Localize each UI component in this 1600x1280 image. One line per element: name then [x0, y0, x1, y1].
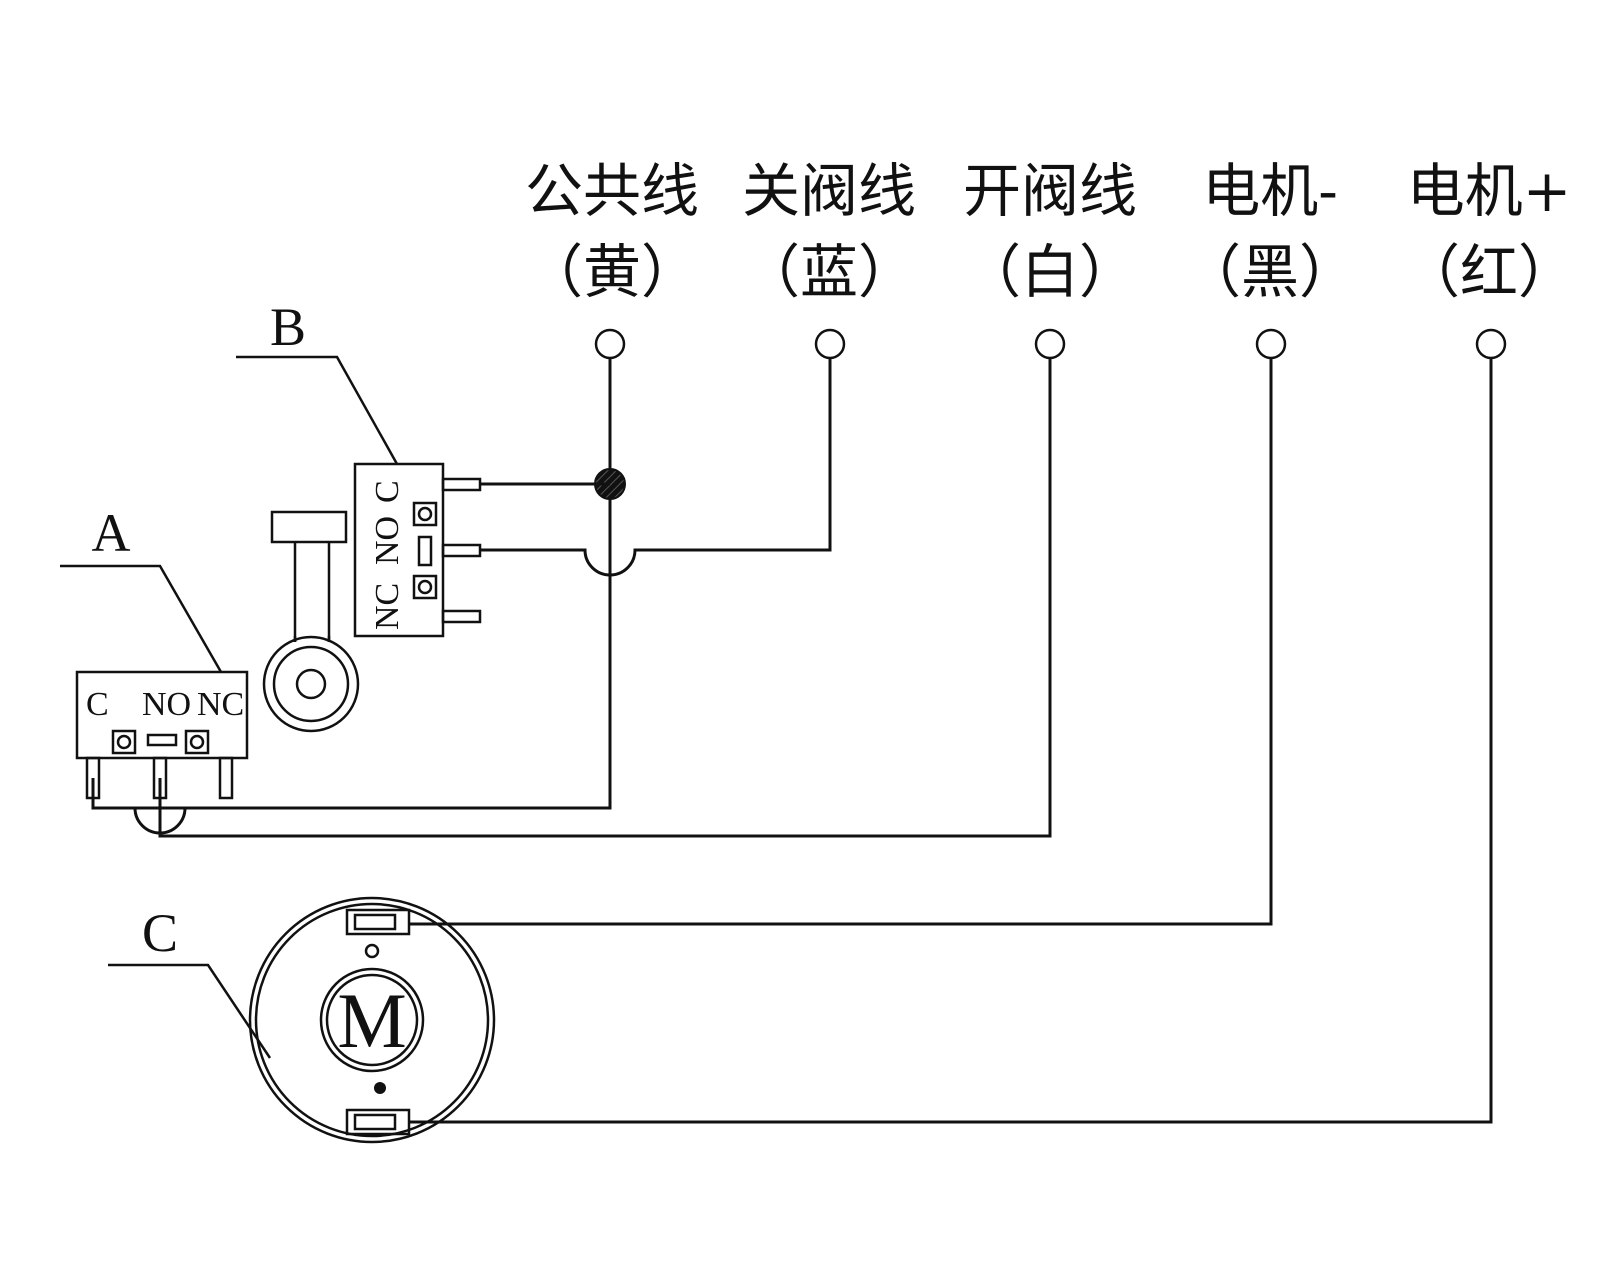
switch-a-screw-right	[184, 729, 210, 755]
switch-b-pin-label-no: NO	[369, 516, 406, 565]
motor: C M	[108, 896, 496, 1144]
switch-b-pin-label-c: C	[369, 480, 406, 503]
motor-leader	[108, 963, 272, 1059]
cam-lever	[262, 510, 360, 733]
terminal-open-label: 开阀线	[963, 157, 1137, 225]
terminal-close-color: （蓝）	[742, 238, 916, 306]
terminal-open-node	[1034, 328, 1066, 360]
wire-motor-plus	[410, 358, 1493, 1124]
switch-a-pin-nc	[218, 756, 234, 800]
terminal-common-node	[594, 328, 626, 360]
switch-b-pin-nc	[441, 609, 482, 624]
switch-b-screw-bottom-hole	[417, 579, 433, 595]
motor-inner-ring	[254, 902, 490, 1138]
wire-motor-minus	[410, 358, 1273, 926]
terminal-motor-plus-color: （红）	[1402, 238, 1576, 306]
switch-b-screw-top-hole	[417, 506, 433, 522]
switch-a-screw-right-hole	[189, 734, 205, 750]
terminal-open: 开阀线 （白）	[963, 157, 1137, 360]
wire-common	[91, 358, 612, 810]
switch-a-slot	[146, 733, 178, 747]
motor-center-inner	[325, 973, 419, 1067]
switch-a-label: A	[92, 503, 131, 563]
terminal-common-label: 公共线	[525, 157, 699, 225]
cam-lever-wheel-mid	[272, 645, 350, 723]
terminal-open-color: （白）	[963, 238, 1137, 306]
terminal-motor-minus-label: 电机-	[1202, 157, 1338, 225]
motor-label: C	[142, 903, 178, 963]
wires	[91, 358, 1493, 1124]
terminal-motor-minus-color: （黑）	[1183, 238, 1357, 306]
switch-b: B NC NO C	[236, 297, 482, 638]
switch-b-pin-label-nc: NC	[369, 583, 406, 630]
switch-b-screw-bottom	[412, 574, 438, 600]
switch-a-pin-label-nc: NC	[197, 686, 244, 723]
wire-close	[480, 358, 832, 577]
motor-symbol: M	[337, 977, 406, 1064]
terminal-close: 关阀线 （蓝）	[742, 157, 916, 360]
switch-b-pin-no	[441, 543, 482, 558]
wire-open	[133, 358, 1052, 838]
terminal-close-node	[814, 328, 846, 360]
terminal-motor-plus: 电机+ （红）	[1402, 157, 1576, 360]
motor-center-outer	[319, 967, 425, 1073]
terminal-motor-minus: 电机- （黑）	[1183, 157, 1357, 360]
switch-b-leader	[236, 355, 399, 465]
switch-a-screw-left-hole	[116, 734, 132, 750]
motor-hole-top	[364, 943, 380, 959]
motor-outer-ring	[248, 896, 496, 1144]
terminal-motor-plus-node	[1475, 328, 1507, 360]
switch-b-screw-top	[412, 501, 438, 527]
switch-a-screw-left	[111, 729, 137, 755]
switch-a-pin-label-no: NO	[142, 686, 191, 723]
switch-a-pin-no	[152, 756, 168, 800]
switch-b-pin-c	[441, 477, 482, 492]
motor-terminal-bottom-inner	[353, 1113, 397, 1131]
motor-terminal-top-inner	[353, 913, 397, 931]
motor-terminal-top	[345, 908, 411, 936]
terminal-common-color: （黄）	[525, 238, 699, 306]
switch-a-pin-c	[85, 756, 101, 800]
cam-lever-wheel-hub	[295, 668, 327, 700]
terminal-common: 公共线 （黄）	[525, 157, 699, 360]
switch-a-leader	[60, 564, 223, 673]
motor-hole-bottom	[374, 1082, 386, 1094]
terminal-motor-minus-node	[1255, 328, 1287, 360]
cam-lever-wheel-outer	[262, 635, 360, 733]
cam-lever-top	[270, 510, 348, 544]
terminal-close-label: 关阀线	[742, 157, 916, 225]
switch-a-pin-label-c: C	[86, 686, 109, 723]
motor-terminal-bottom	[345, 1108, 411, 1136]
switch-a: A C NO NC	[60, 503, 249, 800]
terminal-motor-plus-label: 电机+	[1407, 157, 1572, 225]
cam-lever-arm	[293, 542, 331, 642]
switch-b-label: B	[270, 297, 306, 357]
switch-b-slot	[417, 535, 433, 567]
